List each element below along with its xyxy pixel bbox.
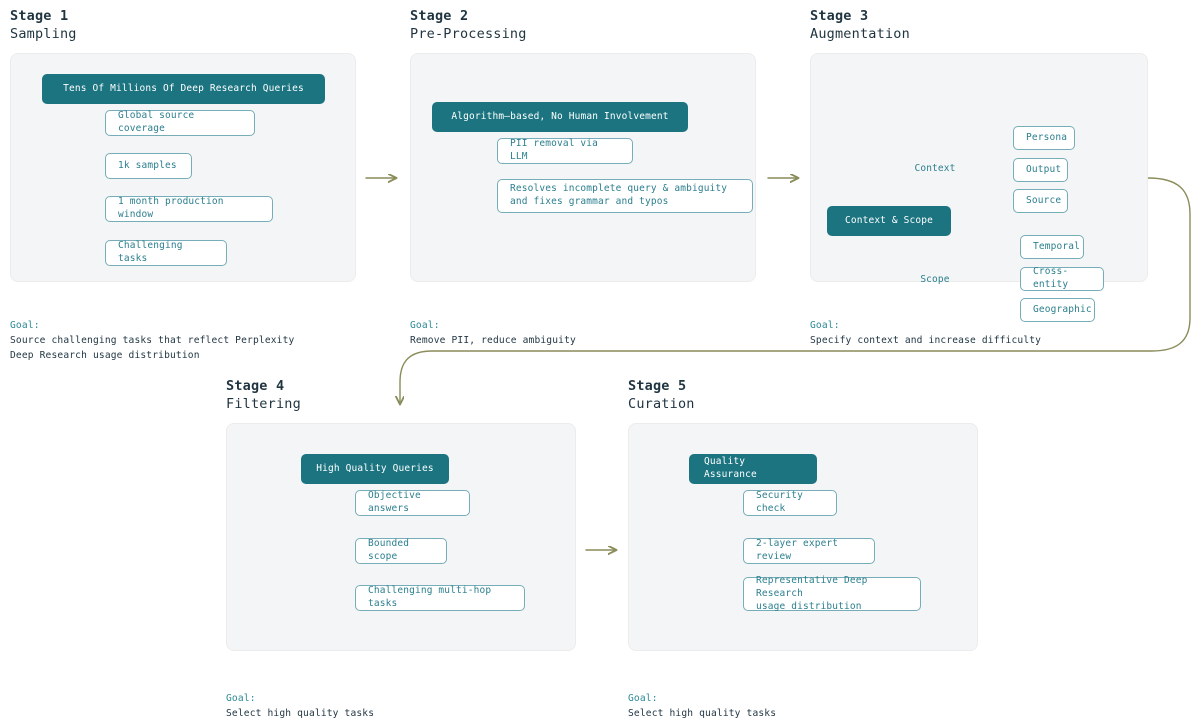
stage-3-branch-label-context: Context — [914, 162, 956, 174]
stage-3-context-leaf-3[interactable]: Source — [1013, 189, 1068, 214]
stage-5-card: Quality Assurance Security check 2-layer… — [628, 423, 978, 652]
stage-3-scope-leaf-3[interactable]: Geographic — [1020, 298, 1095, 323]
stage-1-goal: Goal: Source challenging tasks that refl… — [10, 304, 370, 363]
stage-3-goal-label: Goal: — [810, 319, 840, 331]
stage-5-root-node[interactable]: Quality Assurance — [689, 454, 817, 485]
stage-2-goal-label: Goal: — [410, 319, 440, 331]
stage-3-card: Context & Scope Context Scope Persona Ou… — [810, 53, 1148, 323]
stage-4-goal-text: Select high quality tasks — [226, 707, 375, 719]
stage-1-root-node[interactable]: Tens Of Millions Of Deep Research Querie… — [42, 74, 325, 105]
stage-5: Stage 5 Curation Quality Assurance Secur… — [628, 378, 978, 652]
stage-2-leaf-1[interactable]: PII removal via LLM — [497, 138, 633, 165]
pipeline-diagram: Stage 1 Sampling Tens Of Millions Of Dee… — [10, 8, 1191, 719]
stage-5-leaf-1[interactable]: Security check — [743, 490, 837, 517]
stage-2-subtitle: Pre-Processing — [410, 25, 527, 42]
stage-4-card: High Quality Queries Objective answers B… — [226, 423, 576, 652]
stage-2-goal-text: Remove PII, reduce ambiguity — [410, 334, 576, 346]
stage-4: Stage 4 Filtering High Quality Queries O… — [226, 378, 576, 652]
stage-1-heading: Stage 1 Sampling — [10, 8, 356, 43]
stage-5-goal-text: Select high quality tasks — [628, 707, 777, 719]
stage-1-goal-text: Source challenging tasks that reflect Pe… — [10, 334, 295, 361]
stage-1-leaf-2[interactable]: 1k samples — [105, 153, 192, 180]
stage-1-leaf-1[interactable]: Global source coverage — [105, 110, 255, 137]
stage-2-card: Algorithm—based, No Human Involvement PI… — [410, 53, 756, 283]
stage-1: Stage 1 Sampling Tens Of Millions Of Dee… — [10, 8, 356, 283]
stage-5-heading: Stage 5 Curation — [628, 378, 978, 413]
stage-4-number: Stage 4 — [226, 378, 285, 394]
stage-5-number: Stage 5 — [628, 378, 687, 394]
stage-3-goal: Goal: Specify context and increase diffi… — [810, 304, 1150, 349]
stage-2: Stage 2 Pre-Processing Algorithm—based, … — [410, 8, 756, 283]
stage-1-number: Stage 1 — [10, 8, 69, 24]
stage-1-subtitle: Sampling — [10, 25, 77, 42]
stage-2-goal: Goal: Remove PII, reduce ambiguity — [410, 304, 750, 349]
stage-2-heading: Stage 2 Pre-Processing — [410, 8, 756, 43]
stage-3-goal-text: Specify context and increase difficulty — [810, 334, 1042, 346]
stage-1-goal-label: Goal: — [10, 319, 40, 331]
stage-3-scope-leaf-2[interactable]: Cross-entity — [1020, 266, 1104, 292]
stage-5-goal: Goal: Select high quality tasks — [628, 677, 968, 722]
stage-3-number: Stage 3 — [810, 8, 869, 24]
stage-3-branch-label-scope: Scope — [920, 273, 950, 285]
stage-4-leaf-2[interactable]: Bounded scope — [355, 538, 447, 565]
stage-1-leaf-3[interactable]: 1 month production window — [105, 196, 273, 223]
stage-2-number: Stage 2 — [410, 8, 469, 24]
stage-3: Stage 3 Augmentation Context & Scope Con… — [810, 8, 1148, 323]
stage-3-scope-leaf-1[interactable]: Temporal — [1020, 235, 1084, 260]
stage-4-goal-label: Goal: — [226, 692, 256, 704]
stage-5-goal-label: Goal: — [628, 692, 658, 704]
stage-4-root-node[interactable]: High Quality Queries — [301, 454, 449, 485]
stage-1-leaf-4[interactable]: Challenging tasks — [105, 240, 227, 267]
stage-3-subtitle: Augmentation — [810, 25, 910, 42]
stage-5-leaf-2[interactable]: 2-layer expert review — [743, 538, 875, 565]
stage-2-leaf-2[interactable]: Resolves incomplete query & ambiguity an… — [497, 179, 753, 214]
stage-4-leaf-3[interactable]: Challenging multi-hop tasks — [355, 585, 525, 612]
stage-3-context-leaf-1[interactable]: Persona — [1013, 126, 1075, 151]
stage-5-leaf-3[interactable]: Representative Deep Research usage distr… — [743, 575, 921, 612]
stage-1-card: Tens Of Millions Of Deep Research Querie… — [10, 53, 356, 283]
stage-4-leaf-1[interactable]: Objective answers — [355, 490, 470, 517]
stage-3-heading: Stage 3 Augmentation — [810, 8, 1148, 43]
stage-3-context-leaf-2[interactable]: Output — [1013, 158, 1068, 183]
stage-3-root-node[interactable]: Context & Scope — [827, 206, 951, 237]
stage-4-subtitle: Filtering — [226, 395, 301, 412]
stage-4-goal: Goal: Select high quality tasks — [226, 677, 566, 722]
stage-5-subtitle: Curation — [628, 395, 695, 412]
stage-4-heading: Stage 4 Filtering — [226, 378, 576, 413]
stage-2-root-node[interactable]: Algorithm—based, No Human Involvement — [432, 102, 688, 133]
